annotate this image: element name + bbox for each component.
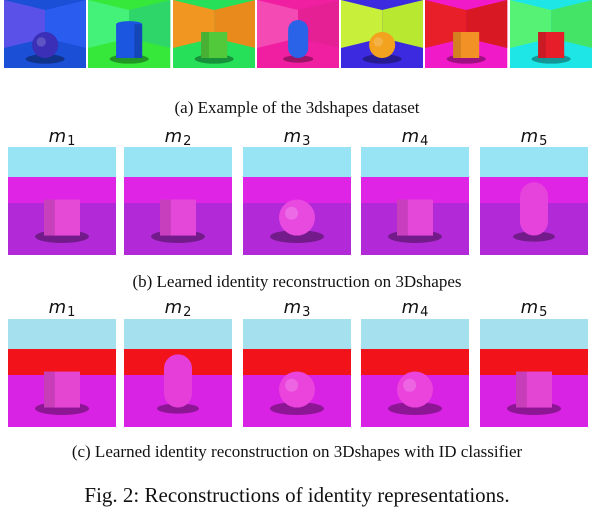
reconstruction-tile [361, 147, 469, 255]
example-strip [4, 0, 592, 68]
reconstruction-tile [124, 319, 232, 427]
model-label-sub: 4 [420, 305, 429, 320]
reconstruction-tile [124, 147, 232, 255]
reconstruction-tile [480, 147, 588, 255]
model-label-m4: m4 [385, 298, 445, 323]
caption-c: (c) Learned identity reconstruction on 3… [71, 442, 523, 461]
example-tile [256, 0, 340, 68]
model-label-main: m [401, 297, 420, 318]
model-label-main: m [164, 297, 183, 318]
model-label-main: m [48, 126, 67, 147]
model-label-sub: 5 [539, 134, 548, 149]
cube-shape [446, 32, 487, 64]
model-label-sub: 1 [67, 134, 76, 149]
reconstruction-row-b [0, 147, 594, 255]
cylinder-shape [109, 21, 149, 64]
caption-a: (a) Example of the 3dshapes dataset [174, 98, 420, 117]
model-label-m3: m3 [267, 298, 327, 323]
reconstruction-row-c [0, 319, 594, 427]
example-tile [4, 0, 87, 68]
reconstruction-tile [361, 319, 469, 427]
model-label-main: m [164, 126, 183, 147]
example-tile [172, 0, 255, 68]
sphere-shape [270, 199, 324, 244]
capsule-shape [282, 20, 314, 63]
cube-shape [194, 32, 234, 64]
figure-caption: Fig. 2: Reconstructions of identity repr… [84, 483, 510, 507]
cube-shape [151, 199, 205, 244]
cube-shape [507, 371, 561, 416]
caption-b: (b) Learned identity reconstruction on 3… [132, 272, 462, 291]
example-tile [425, 0, 508, 68]
model-label-m3: m3 [267, 127, 327, 152]
model-label-m5: m5 [504, 298, 564, 323]
model-label-sub: 3 [302, 305, 311, 320]
reconstruction-tile [243, 319, 351, 427]
model-label-m1: m1 [32, 298, 92, 323]
sphere-shape [362, 32, 402, 64]
sphere-shape [25, 32, 65, 64]
model-label-m2: m2 [148, 127, 208, 152]
reconstruction-tile [480, 319, 588, 427]
model-label-m5: m5 [504, 127, 564, 152]
example-tile [509, 0, 592, 68]
model-label-m1: m1 [32, 127, 92, 152]
reconstruction-tile [243, 147, 351, 255]
sphere-shape [270, 371, 324, 416]
model-label-main: m [283, 297, 302, 318]
model-label-main: m [401, 126, 420, 147]
model-label-main: m [520, 126, 539, 147]
cube-shape [388, 199, 442, 244]
sphere-shape [388, 371, 442, 416]
reconstruction-tile [8, 147, 116, 255]
model-label-sub: 4 [420, 134, 429, 149]
cube-shape [35, 199, 89, 244]
model-label-sub: 5 [539, 305, 548, 320]
capsule-shape [513, 182, 555, 242]
model-label-main: m [48, 297, 67, 318]
model-label-sub: 2 [183, 305, 192, 320]
model-label-sub: 1 [67, 305, 76, 320]
model-label-m4: m4 [385, 127, 445, 152]
cube-shape [35, 371, 89, 416]
reconstruction-tile [8, 319, 116, 427]
example-tile [341, 0, 424, 68]
example-tile [88, 0, 171, 68]
cube-shape [531, 32, 571, 64]
model-label-m2: m2 [148, 298, 208, 323]
model-label-main: m [520, 297, 539, 318]
capsule-shape [157, 354, 199, 414]
model-label-sub: 2 [183, 134, 192, 149]
model-label-main: m [283, 126, 302, 147]
model-label-sub: 3 [302, 134, 311, 149]
